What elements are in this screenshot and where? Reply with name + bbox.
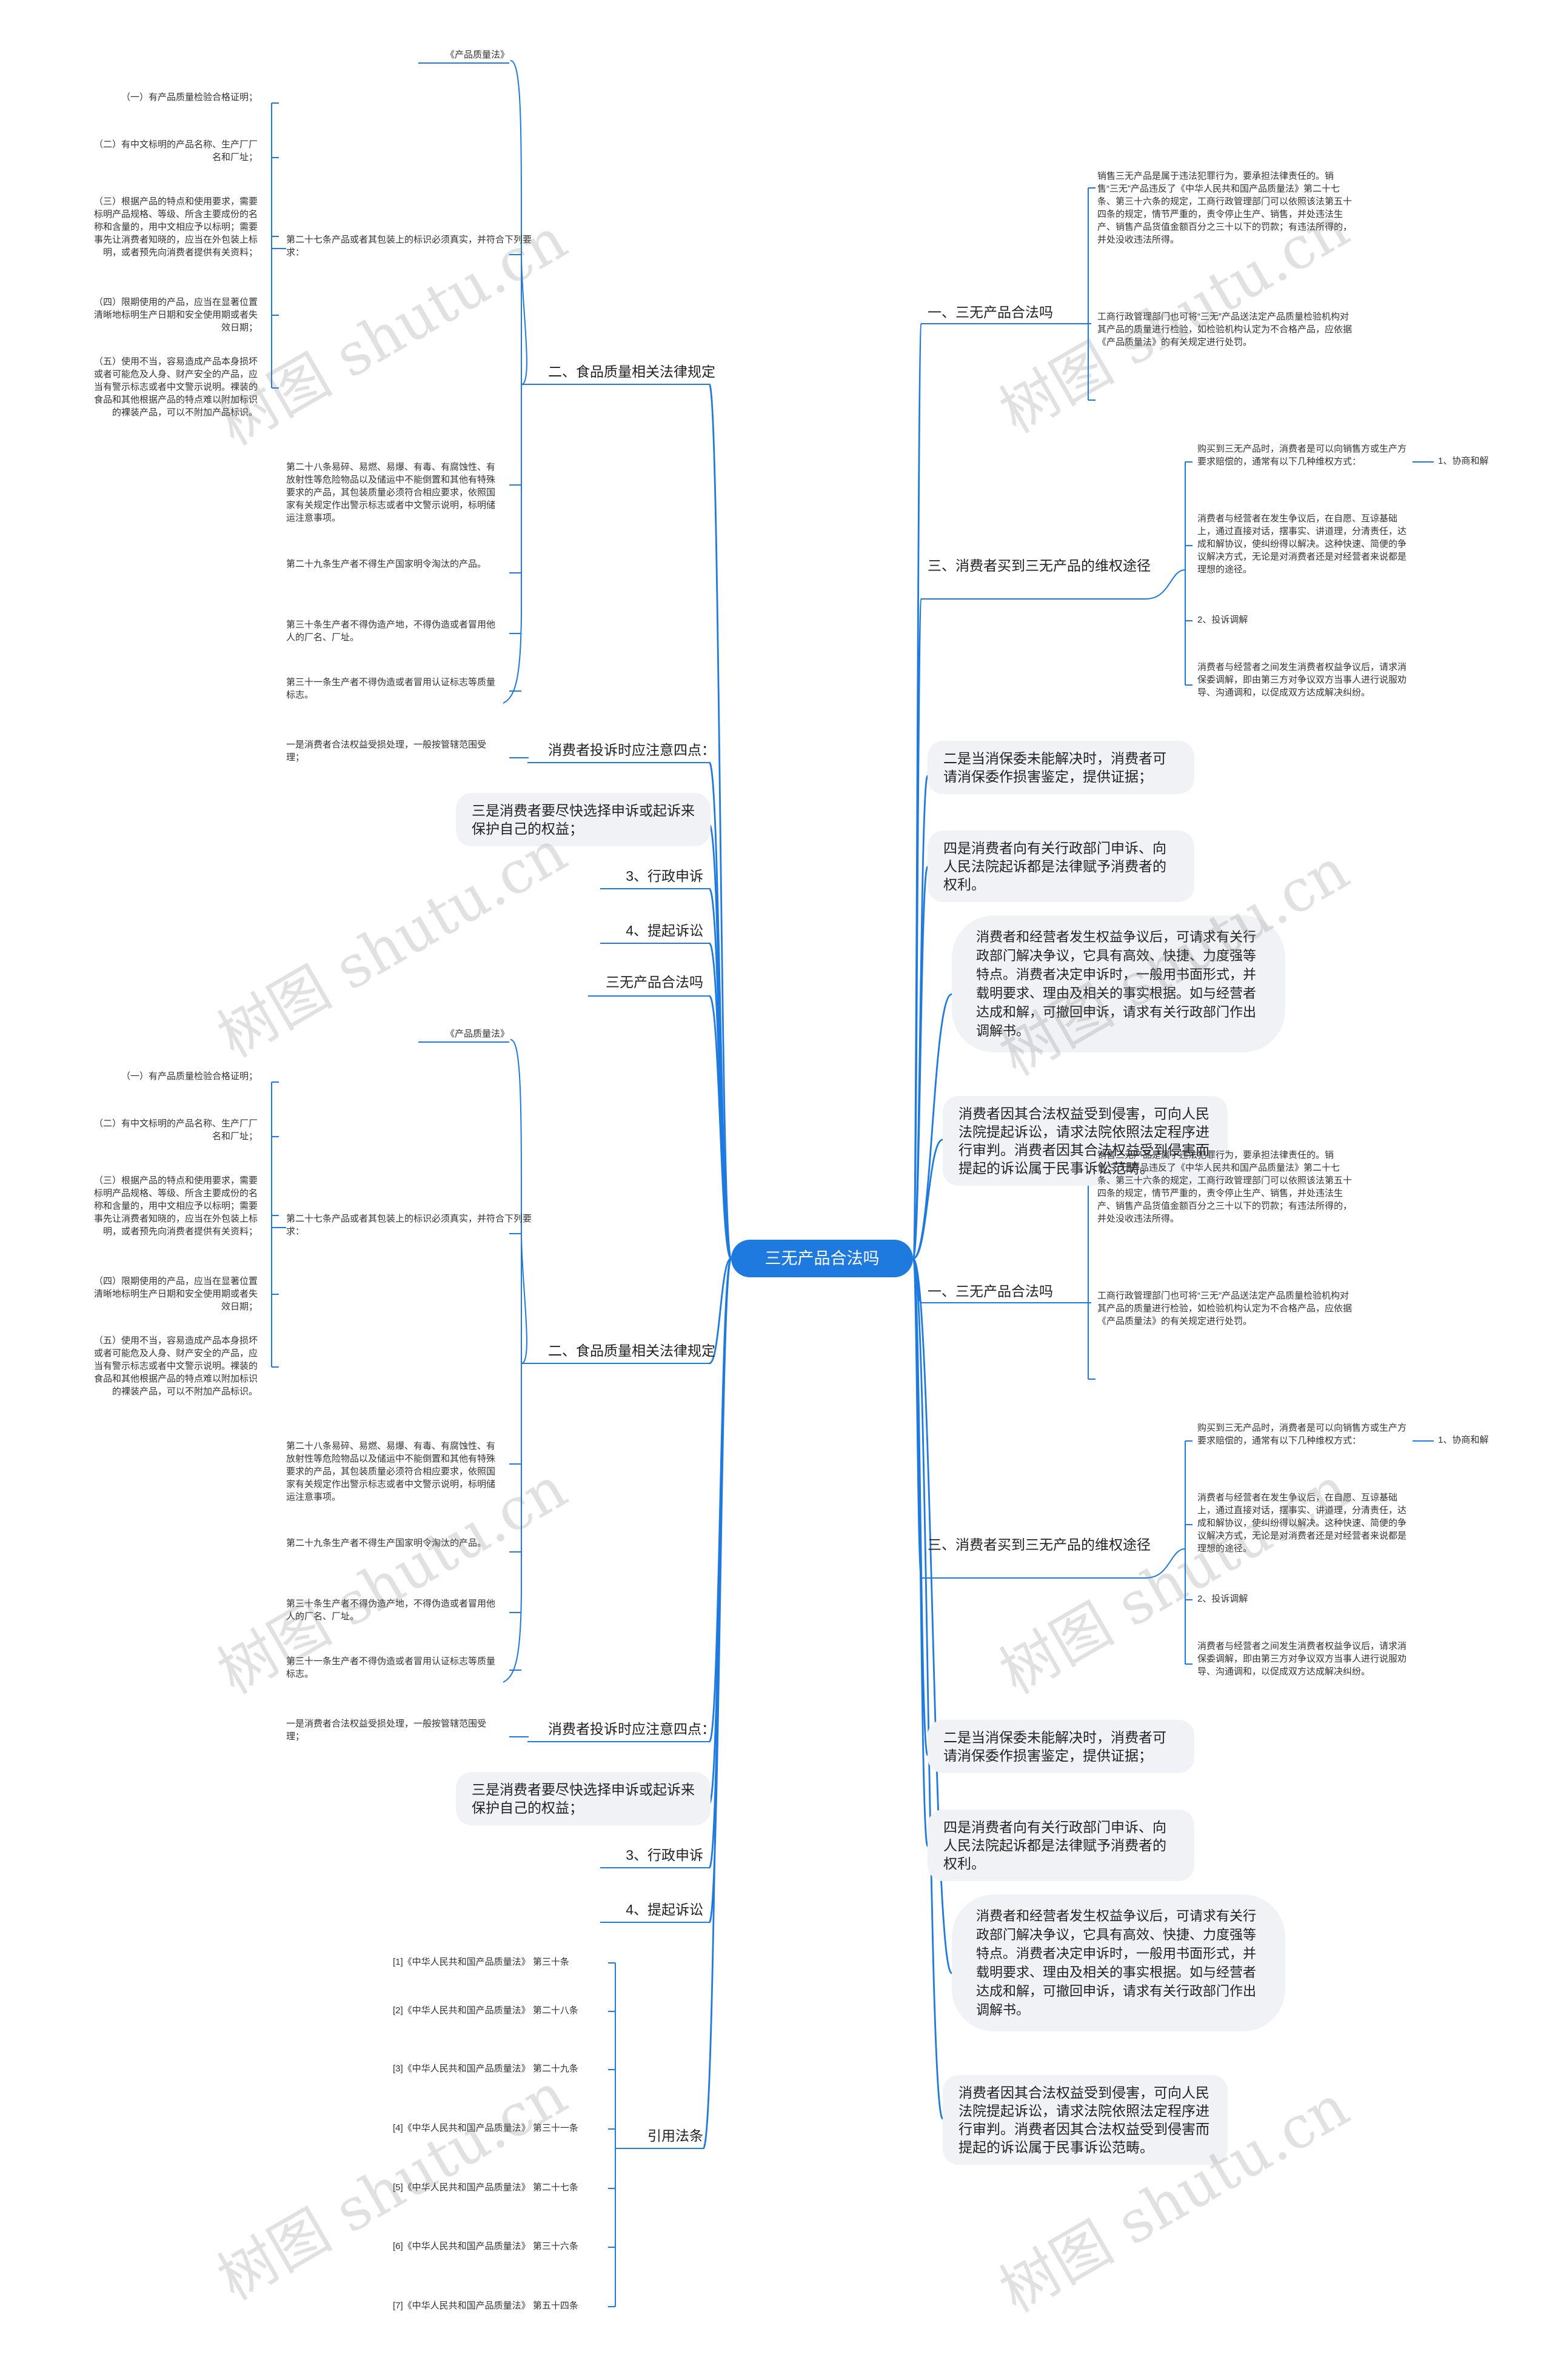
point-two-node[interactable]: 二是当消保委未能解决时，消费者可请消保委作损害鉴定，提供证据； — [928, 741, 1194, 794]
s3-paragraph-a: 购买到三无产品时，消费者是可以向销售方或生产方要求赔偿的，通常有以下几种维权方式… — [1197, 444, 1407, 467]
article-27: 第二十七条产品或者其包装上的标识必须真实，并符合下列要求： — [286, 235, 532, 258]
third-point-node[interactable]: 三是消费者要尽快选择申诉或起诉来保护自己的权益； — [456, 793, 711, 846]
s1-node-2[interactable]: 一、三无产品合法吗 — [928, 1283, 1053, 1299]
item-4: （四）限期使用的产品，应当在显著位置清晰地标明生产日期和安全使用期或者失效日期； — [93, 297, 258, 333]
s3-paragraph-b: 消费者与经营者在发生争议后，在自愿、互谅基础上，通过直接对话，摆事实、讲道理，分… — [1197, 1493, 1407, 1554]
branch-curve — [912, 598, 923, 1260]
article-31: 第三十一条生产者不得伪造或者冒用认证标志等质量标志。 — [286, 1656, 496, 1679]
article-31: 第三十一条生产者不得伪造或者冒用认证标志等质量标志。 — [286, 677, 496, 700]
article-30: 第三十条生产者不得伪造产地，不得伪造或者冒用他人的厂名、厂址。 — [286, 1599, 496, 1622]
s3-paragraph-d: 消费者与经营者之间发生消费者权益争议后，请求消保委调解，即由第三方对争议双方当事… — [1197, 1641, 1407, 1677]
article-30: 第三十条生产者不得伪造产地，不得伪造或者冒用他人的厂名、厂址。 — [286, 620, 496, 643]
s1-node-1[interactable]: 一、三无产品合法吗 — [928, 304, 1053, 320]
food-link — [521, 254, 527, 385]
lawsuit-node[interactable]: 4、提起诉讼 — [626, 1902, 703, 1917]
reference-1: [1]《中华人民共和国产品质量法》 第三十条 — [393, 1957, 569, 1967]
branch-curve — [912, 1138, 943, 1260]
reference-5: [5]《中华人民共和国产品质量法》 第二十七条 — [393, 2182, 578, 2193]
branch-curve — [912, 1257, 929, 1847]
food-link — [521, 1233, 527, 1364]
article-28: 第二十八条易碎、易燃、易爆、有毒、有腐蚀性、有放射性等危险物品以及储运中不能倒置… — [286, 462, 496, 523]
lawsuit-node[interactable]: 4、提起诉讼 — [626, 923, 703, 938]
law-title: 《产品质量法》 — [445, 1029, 509, 1039]
s3-method-1: 1、协商和解 — [1438, 456, 1489, 466]
branch-curve — [912, 1257, 944, 2120]
item-3: （三）根据产品的特点和使用要求，需要标明产品规格、等级、所含主要成份的名称和含量… — [93, 1175, 258, 1237]
branch-curve — [912, 1257, 953, 1974]
s1-paragraph-b: 工商行政管理部门也可将“三无”产品送法定产品质量检验机构对其产品的质量进行检验，… — [1097, 312, 1353, 347]
s3-method-2: 2、投诉调解 — [1197, 1594, 1248, 1604]
s3-paragraph-a: 购买到三无产品时，消费者是可以向销售方或生产方要求赔偿的，通常有以下几种维权方式… — [1197, 1423, 1407, 1446]
point-four-node[interactable]: 四是消费者向有关行政部门申诉、向人民法院起诉都是法律赋予消费者的权利。 — [928, 1810, 1194, 1881]
branch-curve — [708, 995, 732, 1260]
s3-method-2: 2、投诉调解 — [1197, 615, 1248, 625]
item-1: （一）有产品质量检验合格证明； — [121, 92, 258, 102]
item-4: （四）限期使用的产品，应当在显著位置清晰地标明生产日期和安全使用期或者失效日期； — [93, 1276, 258, 1312]
admin-appeal-text: 消费者和经营者发生权益争议后，可请求有关行政部门解决争议，它具有高效、快捷、力度… — [952, 915, 1285, 1052]
item-2: （二）有中文标明的产品名称、生产厂厂名和厂址； — [93, 139, 258, 162]
s1-paragraph-a: 销售三无产品是属于违法犯罪行为，要承担法律责任的。销售“三无”产品违反了《中华人… — [1097, 1150, 1353, 1224]
branch-curve — [912, 323, 923, 1260]
article-29: 第二十九条生产者不得生产国家明令淘汰的产品。 — [286, 1538, 487, 1548]
court-text: 消费者因其合法权益受到侵害，可向人民法院提起诉讼，请求法院依照法定程序进行审判。… — [943, 1096, 1228, 1186]
law-title: 《产品质量法》 — [445, 50, 509, 60]
court-text: 消费者因其合法权益受到侵害，可向人民法院提起诉讼，请求法院依照法定程序进行审判。… — [943, 2075, 1228, 2165]
item-3: （三）根据产品的特点和使用要求，需要标明产品规格、等级、所含主要成份的名称和含量… — [93, 196, 258, 258]
branch-curve — [708, 887, 732, 1260]
food-law-node-2[interactable]: 二、食品质量相关法律规定 — [548, 1343, 715, 1359]
notes-detail: 一是消费者合法权益受损处理，一般按管辖范围受理； — [286, 740, 487, 763]
item-5: （五）使用不当，容易造成产品本身损坏或者可能危及人身、财产安全的产品，应当有警示… — [93, 356, 258, 418]
s3-paragraph-b: 消费者与经营者在发生争议后，在自愿、互谅基础上，通过直接对话，摆事实、讲道理，分… — [1197, 513, 1407, 575]
references-node[interactable]: 引用法条 — [647, 2128, 703, 2144]
s3-method-1: 1、协商和解 — [1438, 1435, 1489, 1445]
admin-appeal-text: 消费者和经营者发生权益争议后，可请求有关行政部门解决争议，它具有高效、快捷、力度… — [952, 1894, 1285, 2031]
article-spine — [503, 60, 522, 704]
point-four-node[interactable]: 四是消费者向有关行政部门申诉、向人民法院起诉都是法律赋予消费者的权利。 — [928, 831, 1194, 902]
notes-detail: 一是消费者合法权益受损处理，一般按管辖范围受理； — [286, 1719, 487, 1742]
s3-node[interactable]: 三、消费者买到三无产品的维权途径 — [928, 1537, 1151, 1553]
reference-2: [2]《中华人民共和国产品质量法》 第二十八条 — [393, 2005, 578, 2016]
legal-question-node[interactable]: 三无产品合法吗 — [606, 974, 703, 990]
s3-link — [1145, 569, 1186, 600]
reference-4: [4]《中华人民共和国产品质量法》 第三十一条 — [393, 2123, 578, 2133]
branch-curve — [708, 823, 732, 1260]
notes-node[interactable]: 消费者投诉时应注意四点： — [548, 1721, 715, 1737]
root-node[interactable]: 三无产品合法吗 — [731, 1240, 913, 1277]
point-two-node[interactable]: 二是当消保委未能解决时，消费者可请消保委作损害鉴定，提供证据； — [928, 1720, 1194, 1773]
article-29: 第二十九条生产者不得生产国家明令淘汰的产品。 — [286, 559, 487, 569]
third-point-node[interactable]: 三是消费者要尽快选择申诉或起诉来保护自己的权益； — [456, 1772, 711, 1825]
reference-6: [6]《中华人民共和国产品质量法》 第三十六条 — [393, 2241, 578, 2251]
admin-appeal-node[interactable]: 3、行政申诉 — [626, 1847, 703, 1863]
s3-node[interactable]: 三、消费者买到三无产品的维权途径 — [928, 558, 1151, 573]
item-5: （五）使用不当，容易造成产品本身损坏或者可能危及人身、财产安全的产品，应当有警示… — [93, 1335, 258, 1397]
item-1: （一）有产品质量检验合格证明； — [121, 1071, 258, 1081]
s3-paragraph-d: 消费者与经营者之间发生消费者权益争议后，请求消保委调解，即由第三方对争议双方当事… — [1197, 662, 1407, 698]
food-law-node-1[interactable]: 二、食品质量相关法律规定 — [548, 364, 715, 379]
item-2: （二）有中文标明的产品名称、生产厂厂名和厂址； — [93, 1118, 258, 1142]
article-28: 第二十八条易碎、易燃、易爆、有毒、有腐蚀性、有放射性等危险物品以及储运中不能倒置… — [286, 1441, 496, 1502]
s3-link — [1145, 1548, 1186, 1579]
branch-curve — [702, 1257, 732, 2150]
reference-3: [3]《中华人民共和国产品质量法》 第二十九条 — [393, 2064, 578, 2074]
article-spine — [503, 1039, 522, 1683]
article-27: 第二十七条产品或者其包装上的标识必须真实，并符合下列要求： — [286, 1214, 532, 1237]
notes-node[interactable]: 消费者投诉时应注意四点： — [548, 742, 715, 758]
s1-paragraph-b: 工商行政管理部门也可将“三无”产品送法定产品质量检验机构对其产品的质量进行检验，… — [1097, 1291, 1353, 1326]
branch-curve — [709, 1257, 732, 1365]
s1-paragraph-a: 销售三无产品是属于违法犯罪行为，要承担法律责任的。销售“三无”产品违反了《中华人… — [1097, 171, 1353, 245]
reference-7: [7]《中华人民共和国产品质量法》 第五十四条 — [393, 2301, 578, 2311]
admin-appeal-node[interactable]: 3、行政申诉 — [626, 868, 703, 884]
branch-curve — [912, 866, 929, 1260]
branch-curve — [708, 383, 732, 1260]
